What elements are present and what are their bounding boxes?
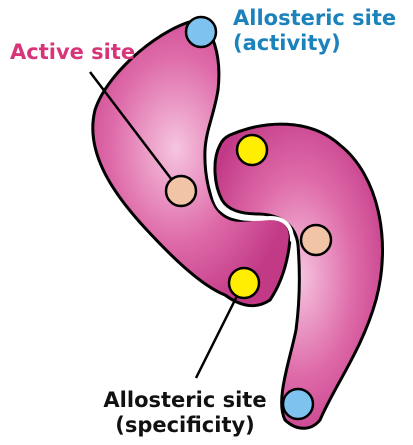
active-site-label: Active site <box>10 40 135 65</box>
allosteric-activity-label: Allosteric site (activity) <box>233 6 396 56</box>
specificity-pointer <box>196 290 240 378</box>
allosteric-activity-site-top <box>186 17 216 47</box>
allosteric-specificity-label-line1: Allosteric site <box>100 388 270 413</box>
allosteric-activity-label-line1: Allosteric site <box>233 6 396 31</box>
allosteric-specificity-site-lower <box>229 268 259 298</box>
active-site-right <box>301 225 331 255</box>
active-site-left <box>166 176 196 206</box>
allosteric-specificity-label-line2: (specificity) <box>100 413 270 438</box>
allosteric-specificity-site-upper <box>237 135 267 165</box>
allosteric-activity-site-bottom <box>283 389 313 419</box>
allosteric-specificity-label: Allosteric site (specificity) <box>100 388 270 438</box>
allosteric-activity-label-line2: (activity) <box>233 31 396 56</box>
